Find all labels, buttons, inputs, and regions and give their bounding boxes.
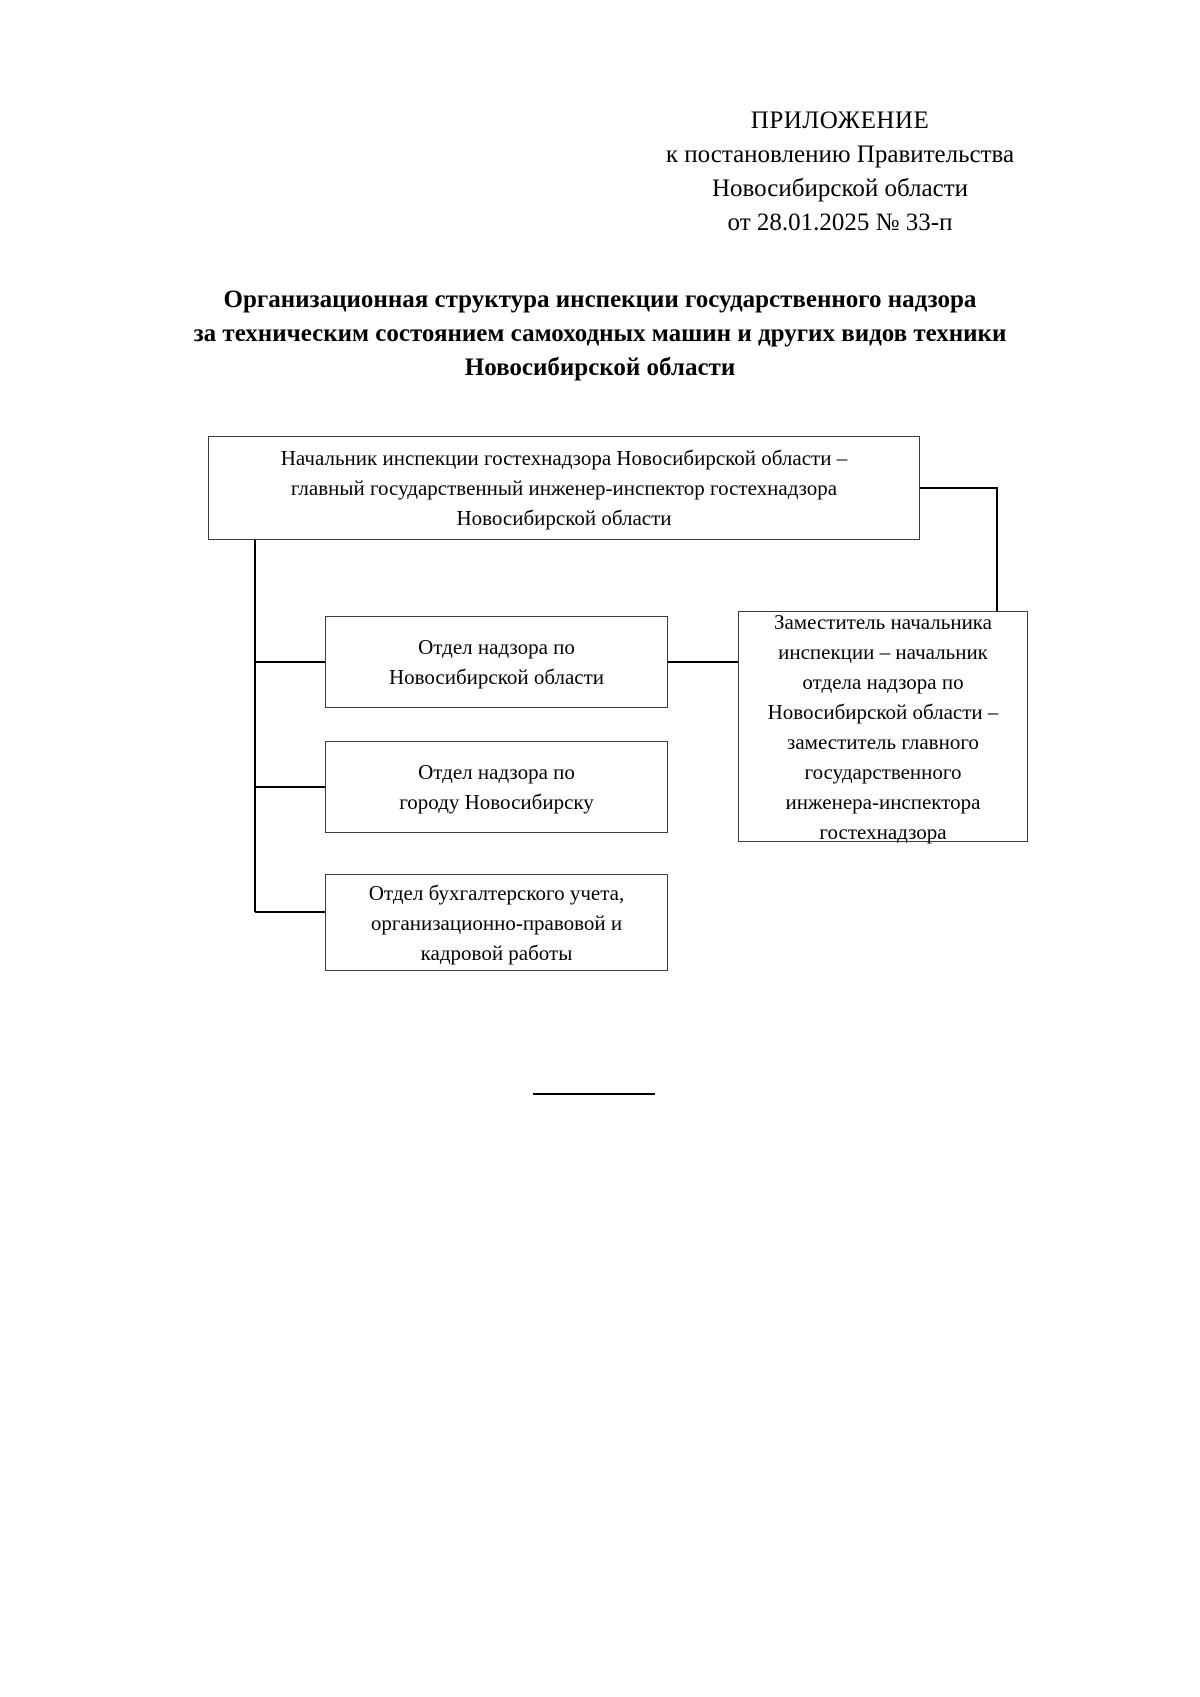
org-node-department-accounting[interactable]: Отдел бухгалтерского учета, организацион… <box>325 874 668 971</box>
footer-divider <box>533 1093 655 1095</box>
org-node-deputy-line-5: заместитель главного <box>787 729 979 754</box>
org-node-department-oblast-text: Отдел надзора по Новосибирской области <box>336 632 657 692</box>
appendix-header-line-3: Новосибирской области <box>711 175 969 202</box>
org-node-deputy-line-2: инспекции – начальник <box>778 639 988 664</box>
org-node-department-city[interactable]: Отдел надзора по городу Новосибирску <box>325 741 668 833</box>
org-node-head-line-2: главный государственный инженер-инспекто… <box>290 476 838 500</box>
org-node-deputy-line-3: отдела надзора по <box>802 669 964 694</box>
org-node-department-city-text: Отдел надзора по городу Новосибирску <box>336 757 657 817</box>
org-node-department-city-line-2: городу Новосибирску <box>399 790 594 814</box>
org-node-department-accounting-line-1: Отдел бухгалтерского учета, <box>368 880 625 905</box>
org-node-head-line-1: Начальник инспекции гостехнадзора Новоси… <box>280 446 848 470</box>
appendix-header: ПРИЛОЖЕНИЕ к постановлению Правительства… <box>620 104 1060 240</box>
org-node-head[interactable]: Начальник инспекции гостехнадзора Новоси… <box>208 436 920 540</box>
org-node-department-city-line-1: Отдел надзора по <box>418 760 575 784</box>
org-node-department-oblast-line-1: Отдел надзора по <box>418 635 575 659</box>
org-node-deputy-line-4: Новосибирской области – <box>767 699 999 724</box>
page-title-line-3: Новосибирской области <box>464 354 736 381</box>
appendix-header-line-2: к постановлению Правительства <box>665 141 1015 168</box>
org-node-department-accounting-text: Отдел бухгалтерского учета, организацион… <box>336 878 657 968</box>
org-node-deputy-text: Заместитель начальника инспекции – начал… <box>749 607 1017 847</box>
org-node-department-oblast[interactable]: Отдел надзора по Новосибирской области <box>325 616 668 708</box>
appendix-header-line-1: ПРИЛОЖЕНИЕ <box>750 107 930 134</box>
page-title-line-2: за техническим состоянием самоходных маш… <box>193 320 1007 347</box>
org-node-department-accounting-line-2: организационно-правовой и <box>370 910 623 935</box>
org-node-deputy-line-7: инженера-инспектора <box>785 789 981 814</box>
appendix-header-line-4: от 28.01.2025 № 33-п <box>727 209 953 236</box>
page-title-line-1: Организационная структура инспекции госу… <box>223 286 977 313</box>
org-node-department-oblast-line-2: Новосибирской области <box>388 665 605 689</box>
org-node-deputy-line-8: гостехнадзора <box>819 819 947 844</box>
org-node-deputy-line-6: государственного <box>804 759 962 784</box>
page-title: Организационная структура инспекции госу… <box>150 283 1050 385</box>
org-node-head-text: Начальник инспекции гостехнадзора Новоси… <box>219 443 909 533</box>
org-node-department-accounting-line-3: кадровой работы <box>420 940 573 965</box>
org-node-deputy[interactable]: Заместитель начальника инспекции – начал… <box>738 610 1028 844</box>
org-node-head-line-3: Новосибирской области <box>456 506 672 530</box>
org-node-deputy-line-1: Заместитель начальника <box>773 609 993 634</box>
